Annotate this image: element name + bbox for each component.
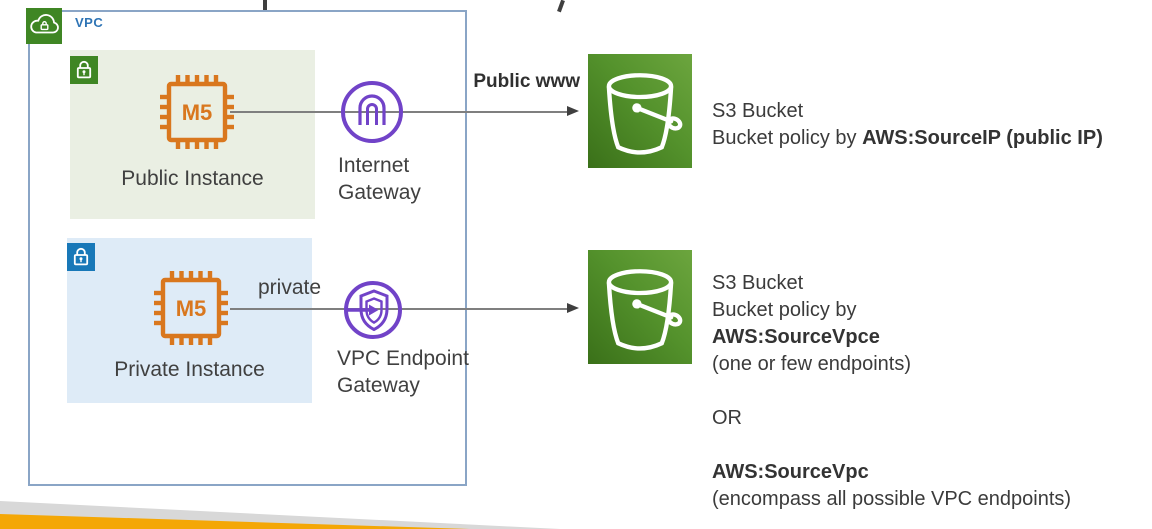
public-subnet-box xyxy=(70,50,315,219)
private-connection-label: private xyxy=(258,276,322,299)
internet-gateway-label: Internet Gateway xyxy=(338,154,421,204)
m5-chip-icon: M5 xyxy=(153,270,229,346)
bucket2-title: S3 Bucket xyxy=(712,272,804,294)
vpc-cloud-lock-icon xyxy=(26,8,62,44)
vpc-endpoint-gateway-label: VPC Endpoint Gateway xyxy=(337,347,469,397)
arrowhead-icon xyxy=(567,303,579,313)
vpc-endpoint-gateway-icon xyxy=(343,280,403,340)
public-instance-label: Public Instance xyxy=(121,167,264,190)
instance-type-label: M5 xyxy=(182,100,213,125)
clipped-title-fragment xyxy=(557,0,565,13)
private-subnet-box xyxy=(67,238,312,403)
s3-bucket-icon xyxy=(588,54,692,168)
bucket1-title: S3 Bucket xyxy=(712,100,804,122)
public-www-label: Public www xyxy=(473,71,580,92)
m5-chip-icon: M5 xyxy=(159,74,235,150)
arrowhead-icon xyxy=(567,106,579,116)
bucket1-annotation: S3 Bucket Bucket policy by AWS:SourceIP … xyxy=(712,98,1103,152)
instance-type-label: M5 xyxy=(176,296,207,321)
or-label: OR xyxy=(712,407,742,429)
bucket1-policy: Bucket policy by AWS:SourceIP (public IP… xyxy=(712,127,1103,149)
s3-bucket-icon xyxy=(588,250,692,364)
bucket2-annotation: S3 Bucket Bucket policy by AWS:SourceVpc… xyxy=(712,272,912,375)
internet-gateway-icon xyxy=(340,80,404,144)
slide-ribbon-decoration xyxy=(0,501,560,529)
blue-lock-icon xyxy=(67,243,95,271)
bucket2-alt-annotation: AWS:SourceVpc (encompass all possible VP… xyxy=(712,461,1072,510)
clipped-title-fragment xyxy=(263,0,267,10)
green-lock-icon xyxy=(70,56,98,84)
vpc-label: VPC xyxy=(75,15,104,30)
private-instance-label: Private Instance xyxy=(114,358,265,381)
